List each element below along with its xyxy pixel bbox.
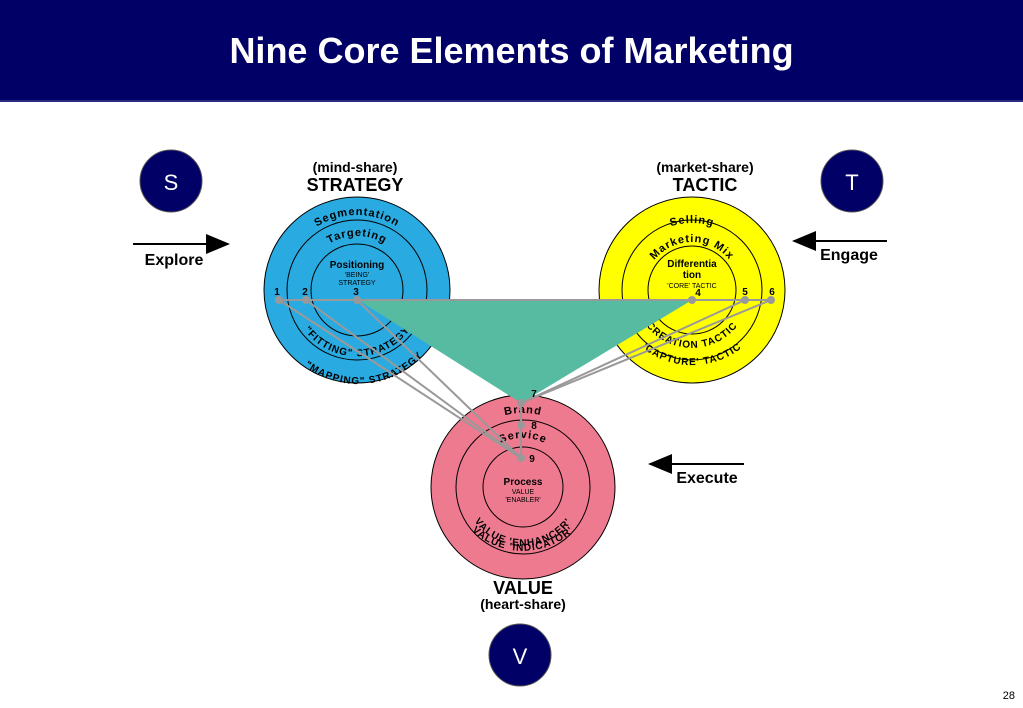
badge-t: T — [820, 149, 884, 213]
strategy-inner-title: Positioning — [330, 260, 384, 271]
connector-lines — [278, 299, 772, 459]
strategy-title: STRATEGY — [307, 175, 404, 195]
svg-text:Selling: Selling — [669, 214, 716, 229]
header-bar — [0, 0, 1023, 102]
node-num-6: 6 — [769, 287, 775, 298]
explore-label: Explore — [145, 252, 204, 269]
tactic-inner-title1: Differentia — [667, 259, 717, 270]
badge-v-label: V — [513, 644, 528, 669]
page-number: 28 — [1002, 690, 1015, 702]
page-title: Nine Core Elements of Marketing — [229, 30, 794, 71]
node-num-1: 1 — [274, 287, 280, 298]
badge-v: V — [488, 623, 552, 687]
node-num-5: 5 — [742, 287, 748, 298]
strategy-subtitle: (mind-share) — [313, 159, 398, 175]
tactic-subtitle: (market-share) — [656, 159, 753, 175]
node-num-8: 8 — [531, 421, 537, 432]
value-inner-sub2: 'ENABLER' — [505, 497, 540, 504]
value-inner-sub1: VALUE — [512, 489, 535, 496]
engage-label: Engage — [820, 247, 878, 264]
value-title: VALUE — [493, 578, 553, 598]
node-num-3: 3 — [353, 287, 359, 298]
tactic-inner-title2: tion — [683, 270, 701, 281]
tactic-title: TACTIC — [673, 175, 738, 195]
node-num-2: 2 — [302, 287, 308, 298]
center-triangle — [358, 300, 692, 403]
node-dots — [275, 296, 775, 462]
strategy-circle: Segmentation Targeting Positioning 'BEIN… — [263, 196, 451, 387]
node-num-7: 7 — [531, 389, 537, 400]
svg-text:Service: Service — [497, 429, 549, 446]
value-middle-label: Service — [497, 429, 548, 446]
tactic-inner-sub: 'CORE' TACTIC — [667, 283, 716, 290]
tactic-outer-label: Selling — [669, 214, 715, 229]
execute-label: Execute — [676, 470, 737, 487]
badge-t-label: T — [845, 170, 858, 195]
value-inner-title: Process — [504, 477, 543, 488]
strategy-inner-sub2: STRATEGY — [338, 280, 376, 287]
node-num-4: 4 — [695, 288, 701, 299]
strategy-inner-sub1: 'BEING' — [345, 272, 369, 279]
value-circle: Brand Service Process VALUE 'ENABLER' VA… — [430, 394, 616, 580]
value-subtitle: (heart-share) — [480, 596, 566, 612]
badge-s: S — [139, 149, 203, 213]
node-num-9: 9 — [529, 454, 535, 465]
badge-s-label: S — [164, 170, 179, 195]
